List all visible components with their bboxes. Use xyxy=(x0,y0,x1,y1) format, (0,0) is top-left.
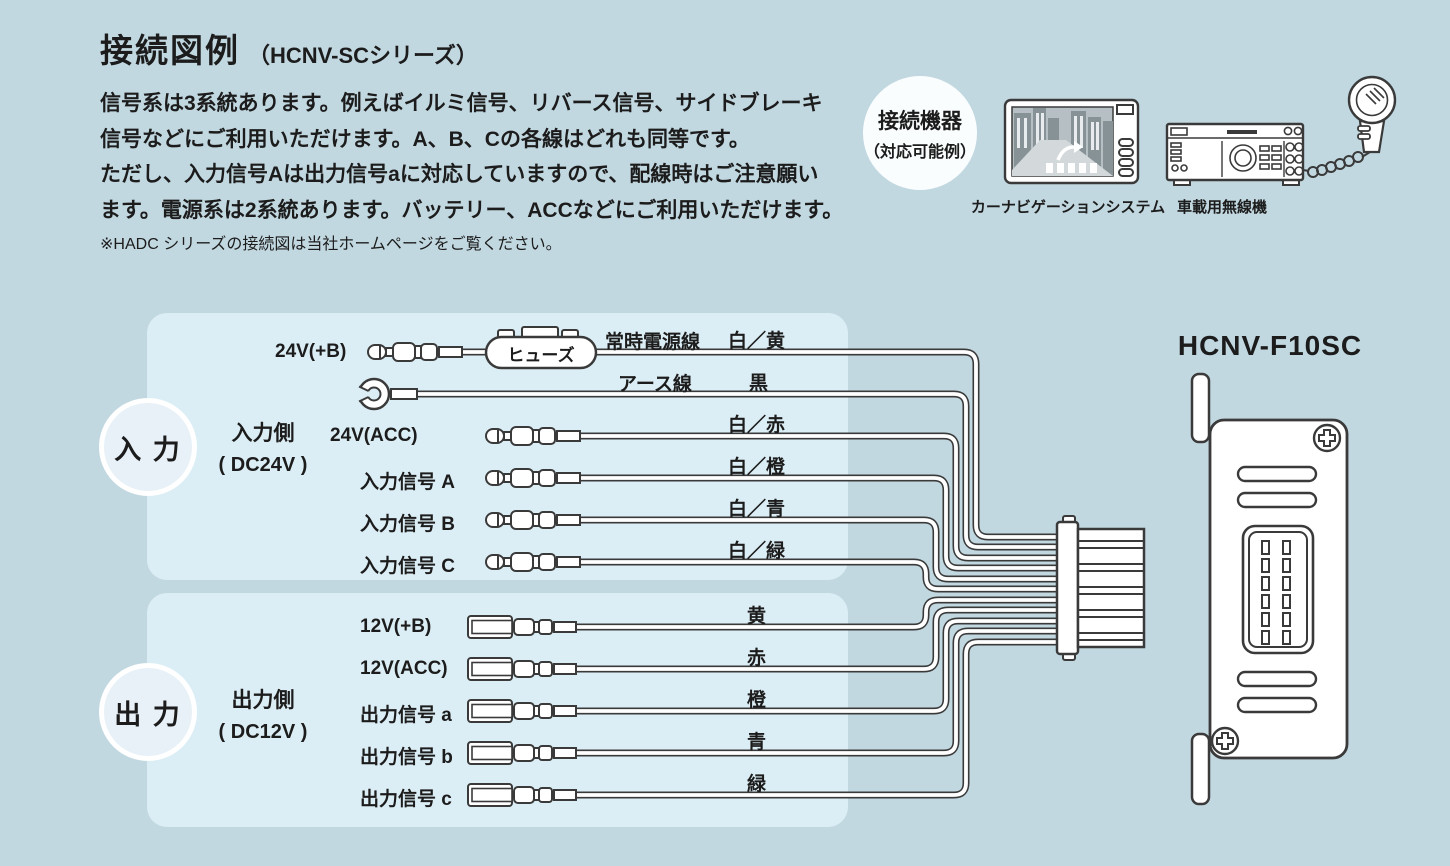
screw-icon xyxy=(1210,726,1240,756)
input-row-label: 24V(+B) xyxy=(275,341,347,362)
wire-color: 白／黄 xyxy=(728,331,786,352)
input-side-label: 入力側 ( DC24V ) xyxy=(193,417,333,477)
unit-socket xyxy=(1241,524,1315,655)
wire-color: 緑 xyxy=(747,774,767,795)
wire-color: 白／緑 xyxy=(728,541,786,562)
radio-device xyxy=(1165,75,1397,186)
output-row-label: 出力信号 a xyxy=(360,705,452,726)
input-badge: 入 力 xyxy=(99,398,197,496)
wire-name: 常時電源線 xyxy=(605,332,701,353)
page-title-row: 接続図例 （HCNV-SCシリーズ） xyxy=(100,24,478,72)
wire-color: 白／青 xyxy=(728,499,786,520)
wire-color: 赤 xyxy=(747,648,767,669)
microphone xyxy=(1302,75,1397,178)
output-badge: 出 力 xyxy=(99,663,197,761)
output-row-label: 出力信号 c xyxy=(360,789,452,810)
wire-color: 青 xyxy=(747,732,767,753)
connected-devices-badge: 接続機器 （対応可能例） xyxy=(863,76,977,190)
hcnv-unit xyxy=(1190,372,1349,806)
wire-name: アース線 xyxy=(618,374,692,395)
wire-color: 白／橙 xyxy=(728,457,786,478)
coiled-cable xyxy=(1302,151,1371,178)
ground-terminal xyxy=(356,377,418,411)
vent-slots xyxy=(1236,465,1318,714)
description-line: 信号系は3系統あります。例えばイルミ信号、リバース信号、サイドブレーキ xyxy=(100,92,823,115)
description: 信号系は3系統あります。例えばイルミ信号、リバース信号、サイドブレーキ 信号など… xyxy=(100,86,860,228)
connected-devices-title: 接続機器 xyxy=(878,109,962,133)
input-connectors xyxy=(367,342,581,572)
output-row-label: 12V(+B) xyxy=(360,616,432,637)
input-row-label: 24V(ACC) xyxy=(330,425,418,446)
input-row-label: 入力信号 B xyxy=(360,514,456,535)
mounting-tab-bottom xyxy=(1190,732,1211,806)
car-navigation-device xyxy=(1003,98,1140,185)
output-side-text: 出力側 xyxy=(231,689,295,712)
fuse-holder xyxy=(484,326,598,370)
output-side-voltage: ( DC12V ) xyxy=(218,721,308,743)
footnote: ※HADC シリーズの接続図は当社ホームページをご覧ください。 xyxy=(100,236,562,253)
page-title: 接続図例 xyxy=(100,32,240,69)
wire-color: 黄 xyxy=(747,606,767,627)
screw-icon xyxy=(1312,423,1342,453)
input-row-label: 入力信号 C xyxy=(360,556,456,577)
output-connectors xyxy=(467,615,577,807)
wire-color: 黒 xyxy=(749,373,769,394)
wire-color: 白／赤 xyxy=(728,415,786,436)
input-row-label: 入力信号 A xyxy=(360,472,456,493)
output-row-label: 出力信号 b xyxy=(360,747,453,768)
description-line: ただし、入力信号Aは出力信号aに対応していますので、配線時はご注意願い xyxy=(100,163,819,186)
output-side-label: 出力側 ( DC12V ) xyxy=(193,684,333,744)
wire-color: 橙 xyxy=(747,690,767,711)
description-line: 信号などにご利用いただけます。A、B、Cの各線はどれも同等です。 xyxy=(100,127,750,151)
radio-device-label: 車載用無線機 xyxy=(1176,199,1267,216)
fuse-label: ヒューズ xyxy=(507,346,575,365)
input-side-text: 入力側 xyxy=(231,422,295,445)
connected-devices-sub: （対応可能例） xyxy=(863,143,976,161)
input-side-voltage: ( DC24V ) xyxy=(218,454,308,476)
nav-device-label: カーナビゲーションシステム xyxy=(970,199,1166,216)
page-title-series: （HCNV-SCシリーズ） xyxy=(248,43,478,68)
output-row-label: 12V(ACC) xyxy=(360,658,448,679)
mounting-tab-top xyxy=(1190,372,1211,444)
description-line: ます。電源系は2系統あります。バッテリー、ACCなどにご利用いただけます。 xyxy=(100,198,844,222)
harness-plug xyxy=(1055,515,1146,661)
product-model: HCNV-F10SC xyxy=(1177,330,1363,361)
